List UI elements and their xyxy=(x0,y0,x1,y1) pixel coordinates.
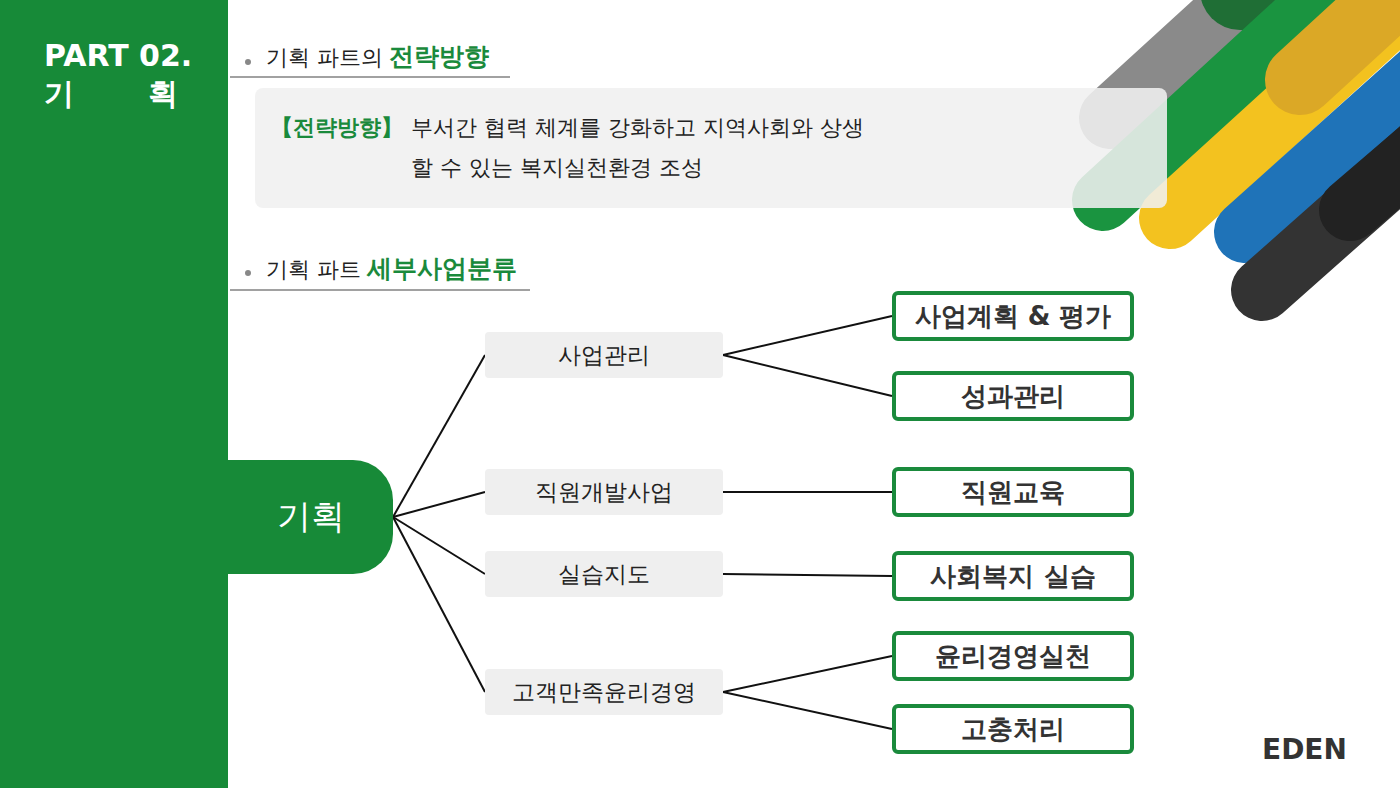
tree-connector xyxy=(723,355,892,396)
node-label: 성과관리 xyxy=(961,379,1065,414)
item-box: 사회복지 실습 xyxy=(892,551,1134,601)
item-box: 사업계획 & 평가 xyxy=(892,291,1134,341)
node-label: 기획 xyxy=(277,494,345,540)
node-label: 직원개발사업 xyxy=(535,477,673,508)
tree-connector xyxy=(723,656,892,692)
tree-connector xyxy=(393,517,485,692)
node-label: 사업관리 xyxy=(558,340,650,371)
heading-text: 기획 파트 xyxy=(266,255,361,285)
node-label: 사회복지 실습 xyxy=(930,559,1095,594)
tree-connector xyxy=(723,692,892,729)
bullet xyxy=(245,59,251,65)
part-number: PART 02. xyxy=(44,38,192,73)
item-box: 고충처리 xyxy=(892,704,1134,754)
category-box: 사업관리 xyxy=(485,332,723,378)
bullet xyxy=(245,270,251,276)
tree-connector xyxy=(723,574,892,576)
node-label: 사업계획 & 평가 xyxy=(915,299,1112,334)
root-tab: 기획 xyxy=(228,460,393,574)
tree-connector xyxy=(723,316,892,355)
strategy-box: 【전략방향】부서간 협력 체계를 강화하고 지역사회와 상생할 수 있는 복지실… xyxy=(255,88,1167,208)
category-box: 실습지도 xyxy=(485,551,723,597)
strategy-text: 부서간 협력 체계를 강화하고 지역사회와 상생할 수 있는 복지실천환경 조성 xyxy=(411,108,881,188)
part-title: 기 획 xyxy=(44,74,178,115)
item-box: 직원교육 xyxy=(892,467,1134,517)
brand-logo: EDEN xyxy=(1262,733,1347,766)
category-box: 고객만족윤리경영 xyxy=(485,669,723,715)
node-label: 직원교육 xyxy=(961,475,1065,510)
item-box: 윤리경영실천 xyxy=(892,631,1134,681)
node-label: 윤리경영실천 xyxy=(935,639,1091,674)
category-box: 직원개발사업 xyxy=(485,469,723,515)
tree-connector xyxy=(723,491,892,493)
heading-rule xyxy=(230,76,510,77)
tree-connector xyxy=(393,517,485,574)
heading-keyword: 전략방향 xyxy=(389,40,489,73)
heading-keyword: 세부사업분류 xyxy=(367,252,517,285)
tree-connector xyxy=(393,355,485,517)
node-label: 고객만족윤리경영 xyxy=(512,677,696,708)
node-label: 고충처리 xyxy=(961,712,1065,747)
item-box: 성과관리 xyxy=(892,371,1134,421)
heading-rule xyxy=(230,289,530,290)
section-heading: 기획 파트세부사업분류 xyxy=(266,252,517,285)
node-label: 실습지도 xyxy=(558,559,650,590)
tree-connector xyxy=(393,492,485,517)
section-heading: 기획 파트의전략방향 xyxy=(266,40,489,73)
side-band xyxy=(0,0,228,788)
strategy-tag: 【전략방향】 xyxy=(271,108,403,148)
heading-text: 기획 파트의 xyxy=(266,43,383,73)
